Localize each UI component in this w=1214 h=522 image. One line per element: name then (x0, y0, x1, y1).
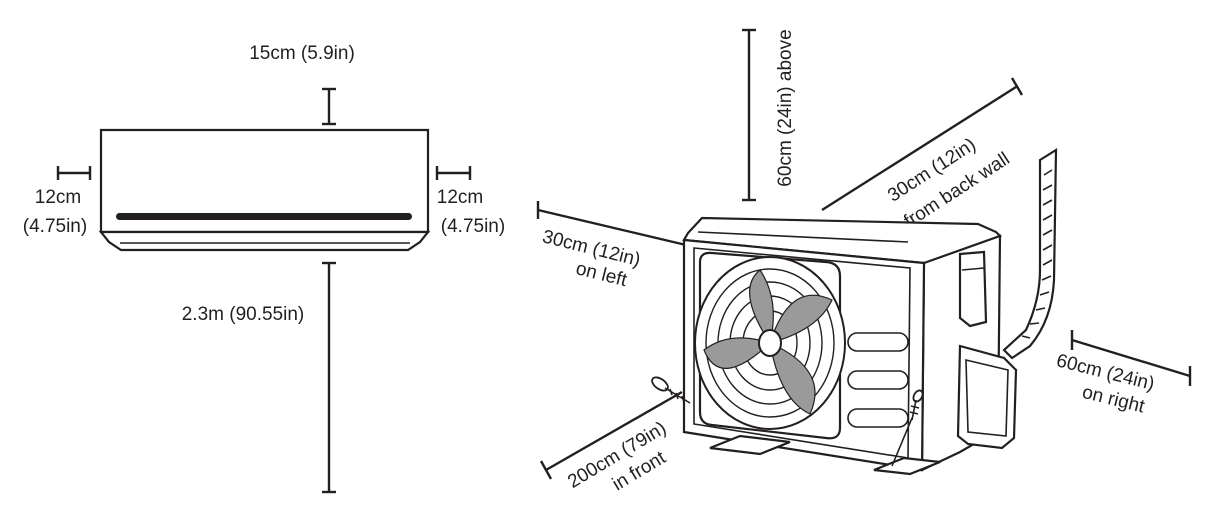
indoor-left-clearance-label-line1: 12cm (35, 187, 81, 208)
refrigerant-pipe (1002, 147, 1058, 360)
outdoor-unit-louvers (847, 332, 909, 428)
indoor-floor-clearance-marker (322, 261, 336, 494)
indoor-floor-clearance-label: 2.3m (90.55in) (182, 304, 305, 325)
indoor-right-clearance-label-line1: 12cm (437, 187, 483, 208)
outdoor-back-clearance-marker (821, 77, 1024, 212)
indoor-left-clearance-marker (56, 166, 92, 180)
indoor-right-clearance-label-line2: (4.75in) (441, 216, 505, 237)
outdoor-unit-feet (709, 434, 941, 476)
indoor-top-clearance-marker (322, 87, 336, 126)
mounting-screw-left-icon (651, 376, 691, 404)
indoor-unit-group: 15cm (5.9in) 12cm (4.75in) 12cm (4.75in) (23, 43, 505, 494)
indoor-left-clearance-label-line2: (4.75in) (23, 216, 87, 237)
outdoor-above-clearance-label: 60cm (24in) above (775, 29, 796, 186)
indoor-top-clearance-label: 15cm (5.9in) (249, 43, 355, 64)
outdoor-front-clearance-marker (539, 390, 683, 480)
indoor-unit-body (98, 128, 431, 252)
outdoor-unit-fan (694, 256, 846, 430)
indoor-unit-vent-slot (116, 213, 412, 220)
outdoor-right-clearance-marker (1070, 330, 1192, 386)
outdoor-above-clearance-marker (742, 28, 756, 202)
mounting-screw-right-icon (891, 389, 924, 467)
outdoor-unit-terminal-cover (956, 250, 1018, 450)
outdoor-unit-group: 60cm (24in) above 30cm (12in) from back … (536, 28, 1192, 495)
indoor-right-clearance-marker (435, 166, 472, 180)
outdoor-left-clearance-marker (536, 201, 687, 247)
fan-hub (758, 329, 782, 357)
